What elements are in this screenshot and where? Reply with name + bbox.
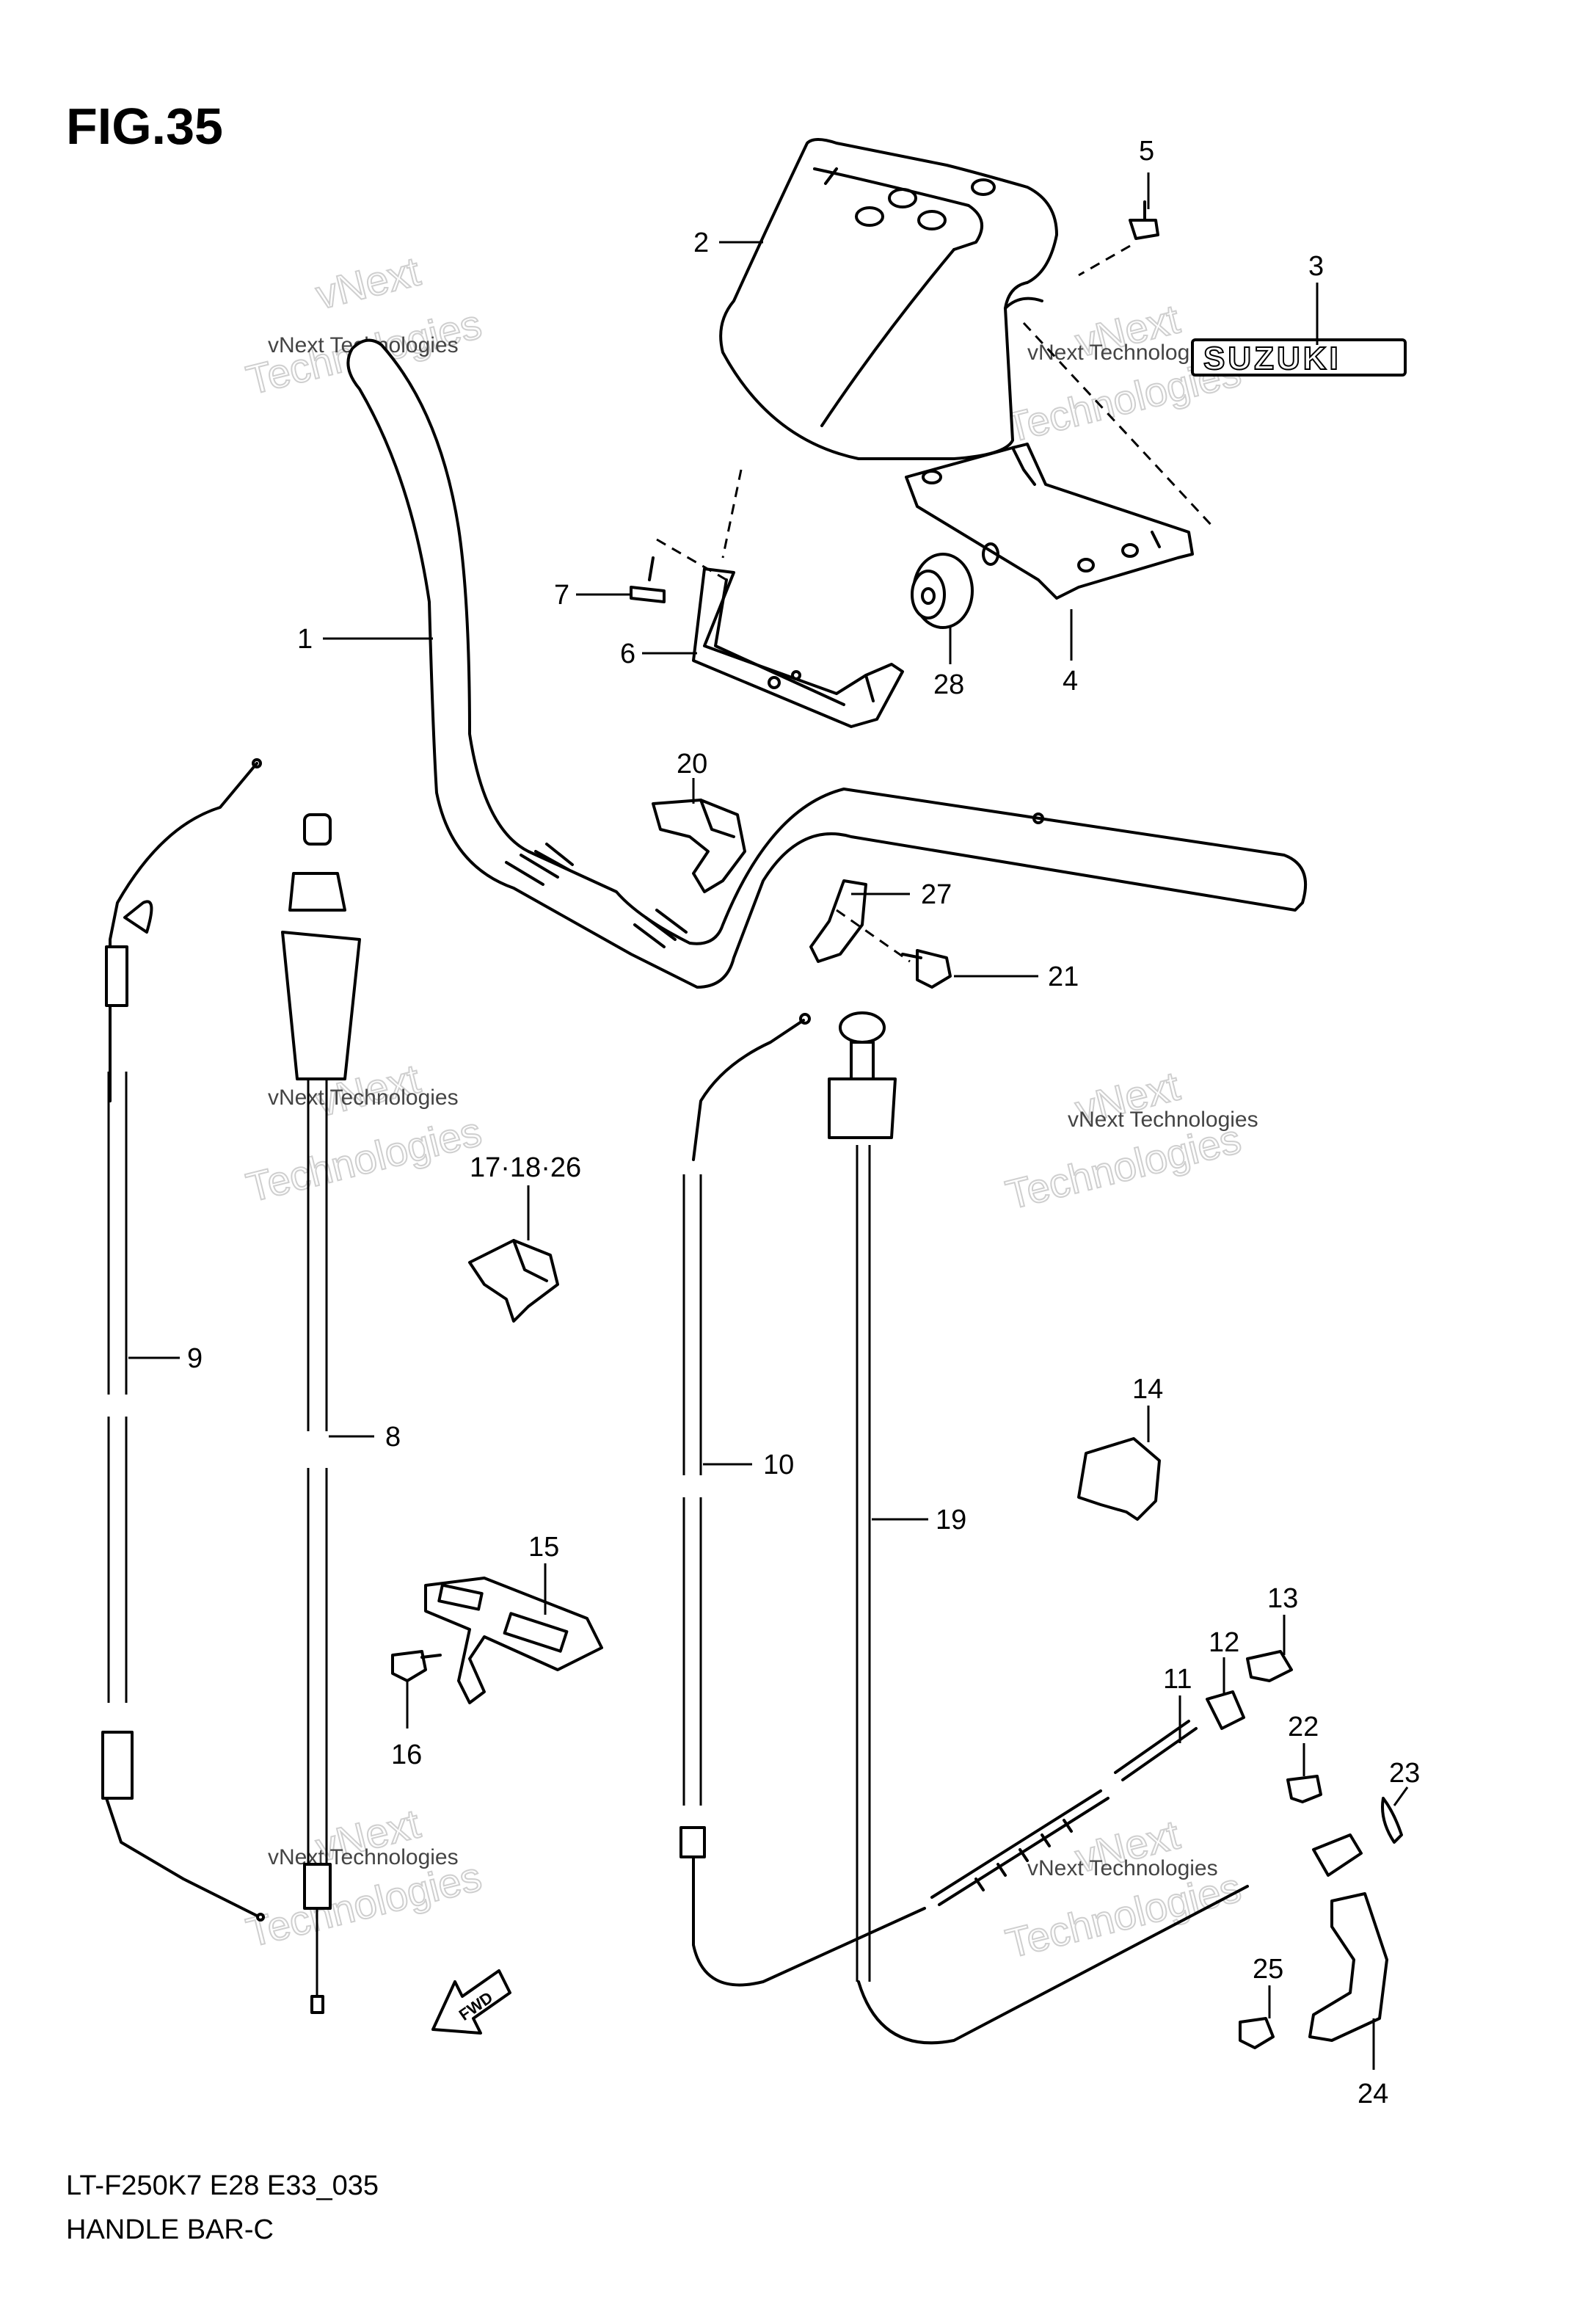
forward-arrow-icon: FWD (431, 1969, 511, 2035)
watermark-text: vNext Technologies (1068, 1108, 1258, 1132)
watermark-text: vNext Technologies (1027, 1856, 1218, 1880)
brake-cable-part-10 (679, 1013, 926, 1987)
figure-code: LT-F250K7 E28 E33_035 (66, 2170, 379, 2201)
grommet-part-28 (911, 553, 974, 629)
callout-7: 7 (554, 580, 569, 611)
callout-27: 27 (921, 879, 952, 910)
callout-11: 11 (1163, 1664, 1192, 1695)
callout-14: 14 (1132, 1374, 1163, 1405)
callout-21: 21 (1048, 961, 1079, 992)
watermark-text: vNext Technologies (268, 1086, 459, 1110)
callout-16: 16 (391, 1740, 422, 1770)
suzuki-logo-text: SUZUKI (1203, 341, 1341, 377)
pin-part-22 (1286, 1775, 1322, 1803)
callout-4: 4 (1063, 666, 1078, 697)
callout-25: 25 (1253, 1954, 1283, 1985)
choke-lever-cable-part-19 (828, 1011, 1249, 2045)
callouts: 1 2 3 4 5 6 7 8 9 10 11 12 13 14 15 16 1 (128, 136, 1420, 2109)
bracket-part-4 (905, 443, 1194, 600)
callout-28: 28 (933, 669, 964, 700)
clamp-part-20 (652, 799, 746, 893)
spring-part-11 (930, 1720, 1198, 1906)
clip-part-23 (1381, 1797, 1403, 1844)
bracket-part-6 (692, 567, 904, 728)
callout-1: 1 (297, 624, 313, 655)
callout-22: 22 (1288, 1712, 1319, 1742)
throttle-cable-part-9 (101, 758, 265, 1922)
pin-part-7 (630, 556, 666, 603)
cable-guide-part-15 (424, 1577, 603, 1704)
watermark-group: vNext Technologies vNext Technologies vN… (241, 247, 1258, 1967)
callout-13: 13 (1267, 1583, 1298, 1614)
lever-part-24 (1308, 1892, 1388, 2042)
handlebar-cover-part (719, 138, 1058, 460)
watermark-big-a: vNext (311, 247, 425, 318)
handlebar-part-1 (346, 338, 1308, 989)
callout-8: 8 (385, 1422, 401, 1453)
collar-part-12 (1206, 1690, 1245, 1730)
choke-cable-part-8 (281, 813, 361, 2014)
holder-part-27 (809, 879, 867, 963)
callout-19: 19 (936, 1505, 966, 1535)
watermark-text: vNext Technologies (268, 1845, 459, 1869)
callout-17-18-26: 17·18·26 (470, 1152, 581, 1183)
bolt-part-25 (1239, 2017, 1275, 2049)
screw-part-5 (1129, 200, 1159, 240)
figure-name: HANDLE BAR-C (66, 2214, 274, 2245)
callout-3: 3 (1308, 251, 1324, 282)
callout-10: 10 (763, 1450, 794, 1480)
callout-24: 24 (1358, 2079, 1388, 2109)
callout-20: 20 (677, 749, 707, 779)
clamp-part-14 (1077, 1437, 1161, 1521)
callout-12: 12 (1209, 1627, 1239, 1658)
clamp-part-17-18-26 (468, 1239, 559, 1323)
callout-9: 9 (187, 1343, 203, 1374)
watermark-text: vNext Technologies (1027, 341, 1218, 365)
bolt-part-21 (901, 949, 952, 989)
callout-15: 15 (528, 1532, 559, 1563)
cable-end-fitting (1312, 1833, 1363, 1877)
callout-5: 5 (1139, 136, 1154, 167)
figure-title: FIG.35 (66, 98, 223, 155)
callout-2: 2 (693, 228, 709, 258)
callout-23: 23 (1389, 1758, 1420, 1789)
bolt-part-16 (391, 1650, 442, 1682)
relation-lines (656, 244, 1216, 963)
callout-6: 6 (620, 639, 635, 669)
suzuki-emblem-part: SUZUKI (1191, 338, 1407, 377)
bolt-part-13 (1246, 1650, 1293, 1682)
watermark-big-b: Technologies (242, 1108, 486, 1210)
